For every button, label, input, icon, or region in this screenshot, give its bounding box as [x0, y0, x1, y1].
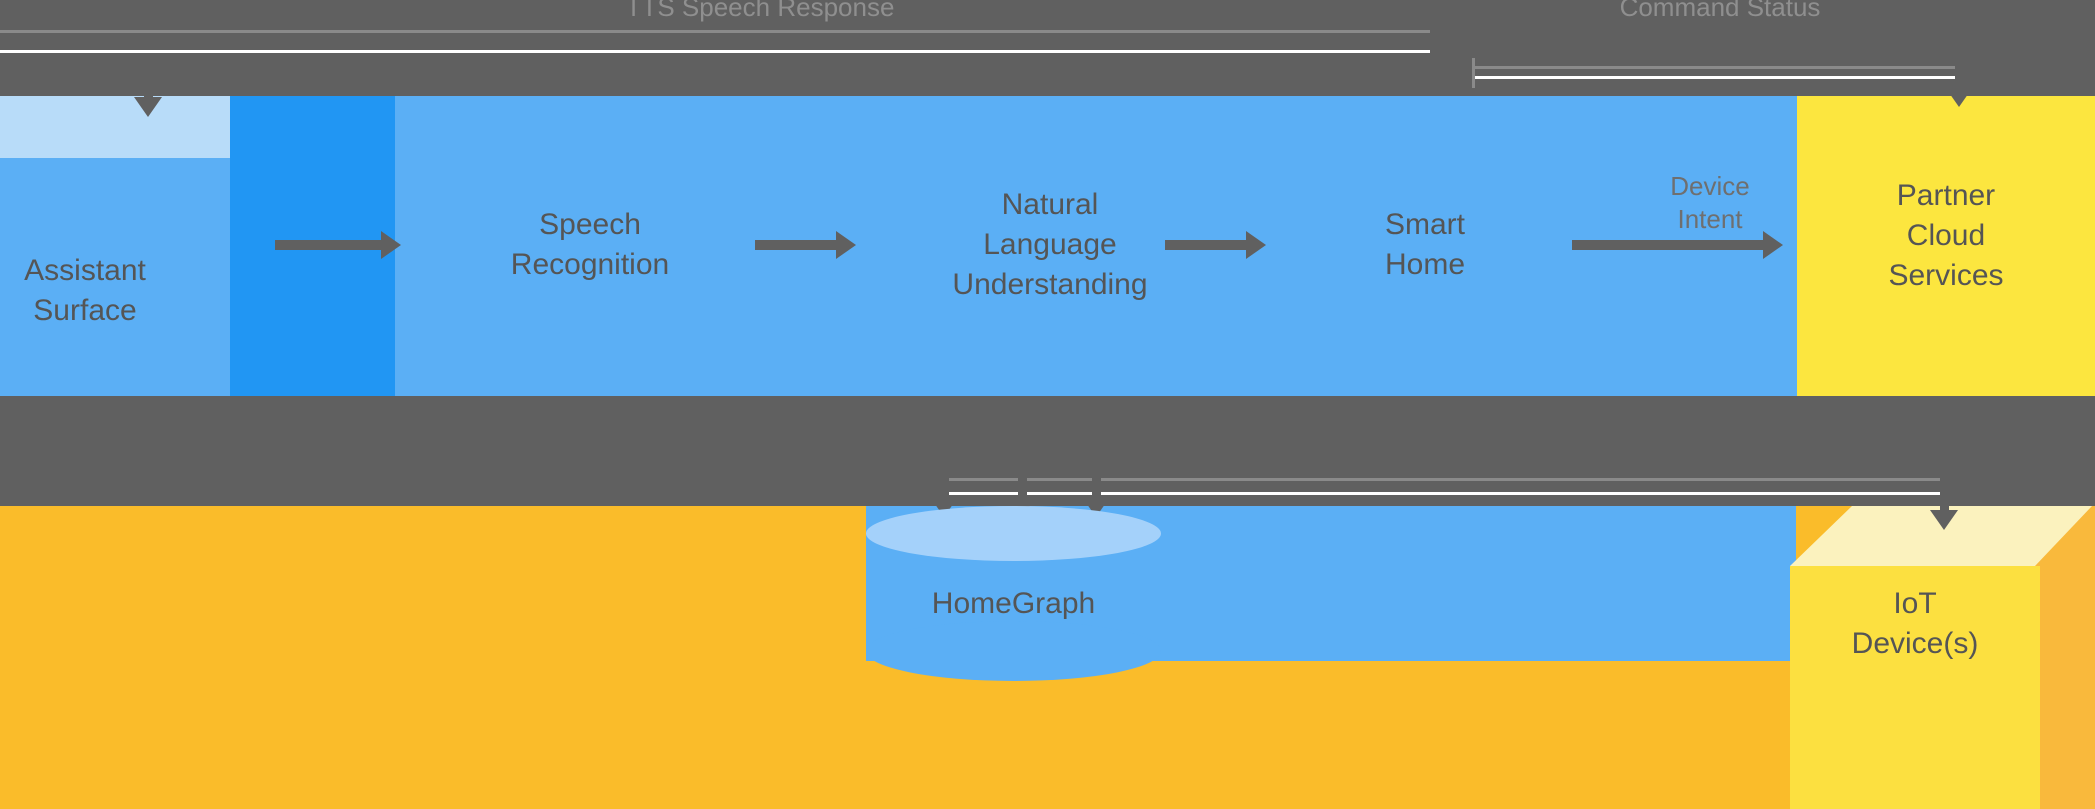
- homegraph-cylinder[interactable]: HomeGraph: [866, 506, 1161, 681]
- command-status-riser: [1472, 58, 1475, 88]
- arrow-speech-to-nlu: [755, 231, 856, 259]
- assistant-surface-cube[interactable]: Assistant Surface: [0, 96, 460, 396]
- return-path-line-top: [0, 30, 1430, 33]
- iot-cube-side: [2035, 506, 2095, 809]
- device-intent-label: Device Intent: [1670, 171, 1750, 234]
- command-status-line: [1475, 66, 1960, 69]
- tts-speech-response-label: TTS Speech Response: [625, 0, 895, 22]
- separator-band: [0, 396, 2095, 506]
- assistant-cube-front: [0, 158, 230, 396]
- arrow-smarthome-to-partner: [1572, 231, 1783, 259]
- arrow-to-partner-cloud: [1945, 60, 1973, 107]
- homegraph-cylinder-cap: [866, 506, 1161, 561]
- arrow-to-homegraph-2: [1008, 455, 1036, 517]
- partner-cloud-services-label: Partner Cloud Services: [1888, 179, 2004, 292]
- homegraph-cylinder-bottom: [866, 621, 1161, 681]
- homegraph-connector-line-white: [940, 492, 1940, 495]
- command-status-label: Command Status: [1619, 0, 1821, 22]
- command-status-line-white: [1475, 76, 1960, 79]
- homegraph-connector-line: [940, 478, 1940, 481]
- iot-devices-cube[interactable]: IoT Device(s): [1790, 506, 2095, 809]
- return-path-line-top-white: [0, 50, 1430, 53]
- iot-cube-front: [1790, 566, 2040, 809]
- arrow-surface-to-speech: [275, 231, 401, 259]
- arrow-to-assistant-surface: [134, 60, 162, 117]
- arrow-to-iot-device: [1930, 478, 1958, 530]
- arrow-to-homegraph-1: [930, 455, 958, 517]
- arrow-nlu-to-smarthome: [1165, 231, 1266, 259]
- partner-cloud-services-box[interactable]: Partner Cloud Services: [1797, 96, 2095, 396]
- arrow-to-homegraph-3: [1082, 455, 1110, 517]
